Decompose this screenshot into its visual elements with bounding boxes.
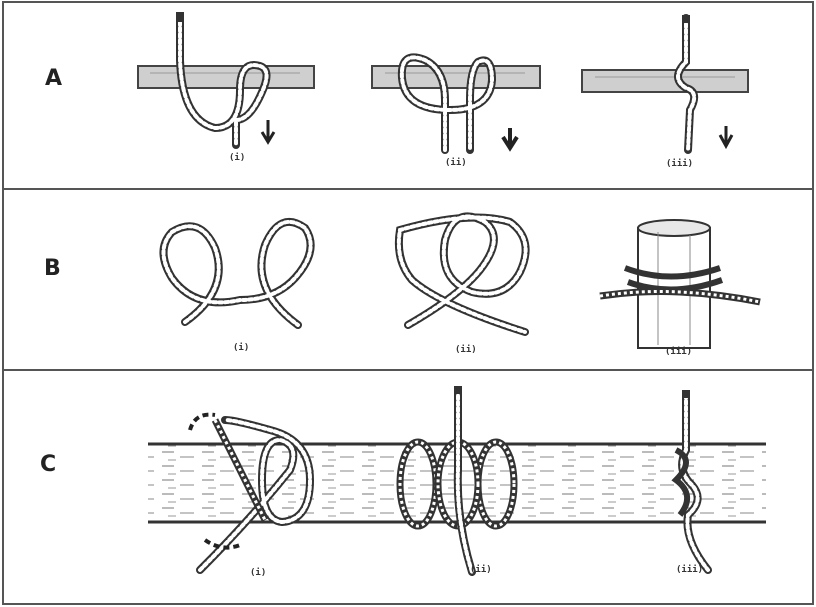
panel-label-a: A bbox=[45, 66, 63, 91]
panel-a-step-2: (ii) bbox=[371, 53, 541, 168]
panel-c-step-3-label: (iii) bbox=[676, 564, 703, 575]
panel-c-step-1-label: (i) bbox=[250, 567, 266, 578]
panel-a-figures: (i) (ii) (iii) bbox=[137, 12, 749, 169]
panel-c-step-2-label: (ii) bbox=[470, 564, 492, 575]
panel-b-step-3-label: (iii) bbox=[665, 346, 692, 357]
panel-c-step-2: (ii) bbox=[396, 386, 518, 576]
panel-a-step-1: (i) bbox=[137, 12, 315, 163]
panel-a-step-2-label: (ii) bbox=[445, 157, 467, 168]
panel-label-c: C bbox=[40, 452, 57, 477]
panel-label-b: B bbox=[44, 256, 61, 281]
panel-c-figures: (i) (ii) (iii) bbox=[148, 386, 766, 578]
panel-b-step-1: (i) bbox=[159, 217, 315, 353]
panel-c-step-1: (i) bbox=[188, 412, 315, 578]
panel-b-step-2-label: (ii) bbox=[455, 344, 477, 355]
panel-b-step-2: (ii) bbox=[394, 212, 530, 355]
panel-a-step-3: (iii) bbox=[581, 14, 749, 169]
panel-b-figures: (i) (ii) (iii) bbox=[159, 212, 761, 357]
panel-b-step-3: (iii) bbox=[599, 219, 761, 357]
panel-a-step-1-label: (i) bbox=[229, 152, 245, 163]
panel-b-step-1-label: (i) bbox=[233, 342, 249, 353]
panel-a-step-3-label: (iii) bbox=[666, 158, 693, 169]
panel-c-step-3: (iii) bbox=[671, 390, 712, 575]
